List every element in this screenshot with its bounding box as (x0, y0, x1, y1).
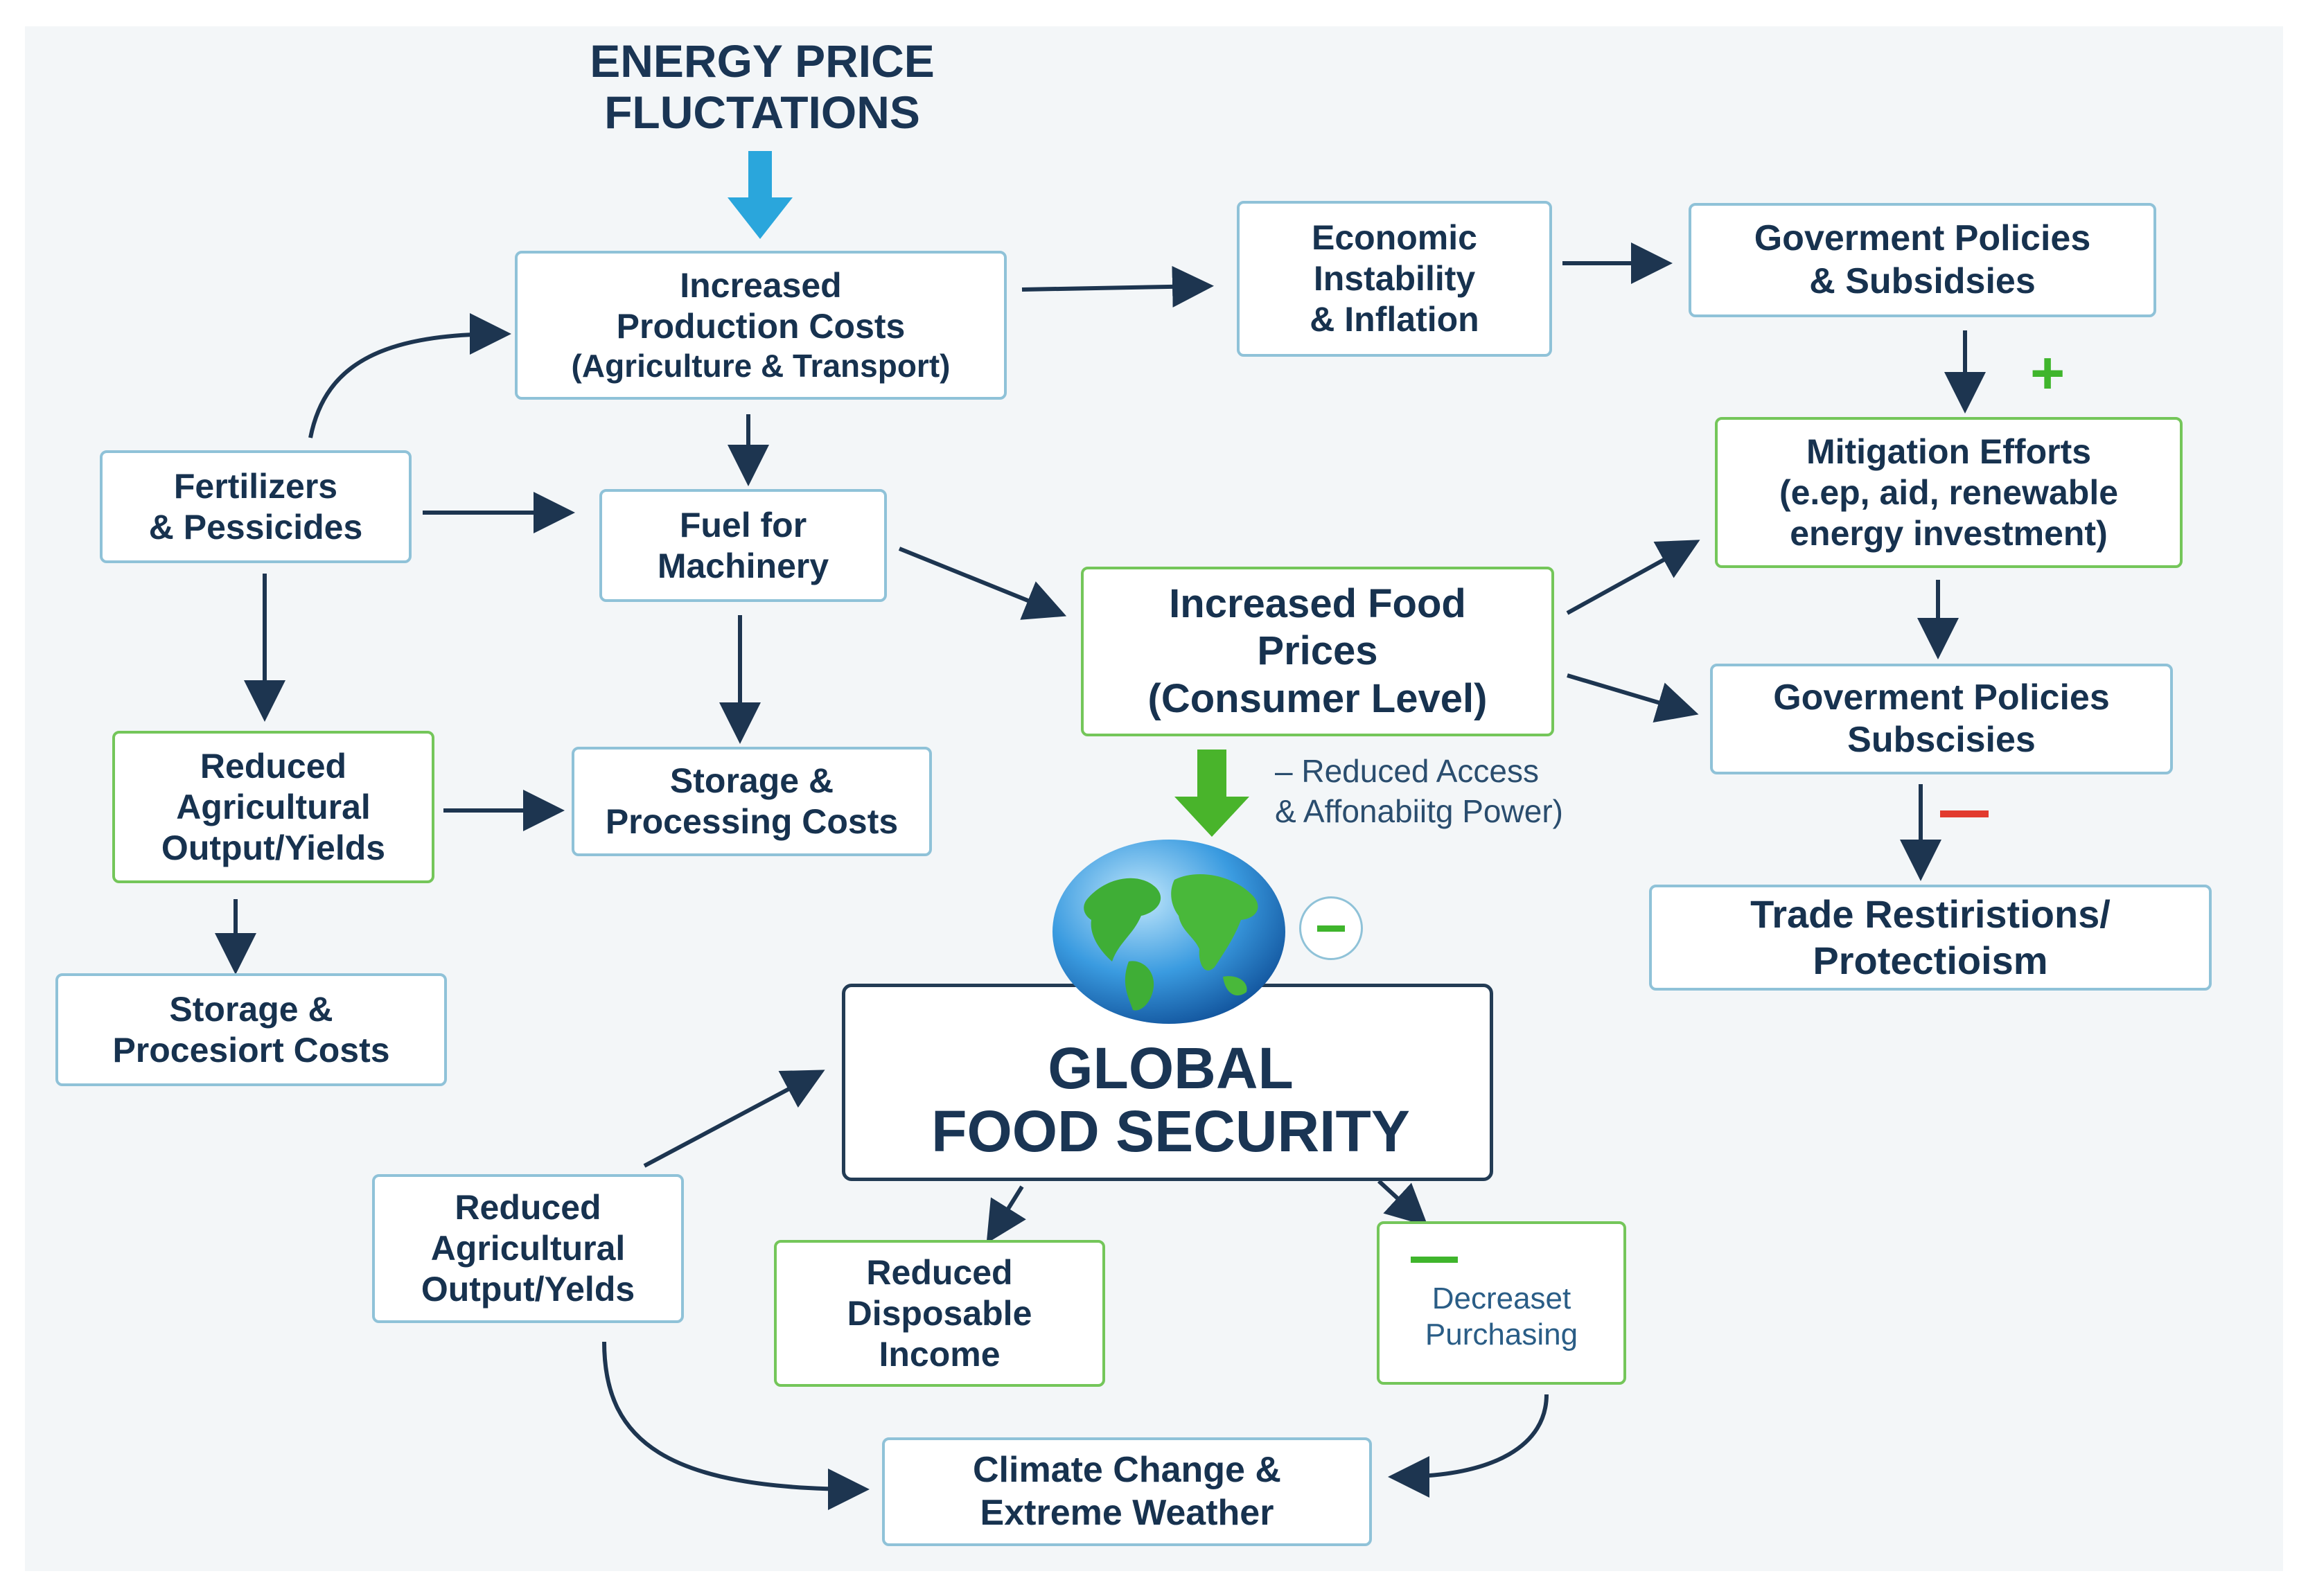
arrow-reduced-output-bottom-to-climate (602, 1341, 870, 1510)
node-storage-procesiort: Storage & Procesiort Costs (55, 973, 447, 1086)
arrow-global-to-disposable (986, 1185, 1026, 1244)
arrow-fertilizers-to-production (308, 313, 511, 438)
node-mitigation-efforts: Mitigation Efforts (e.ep, aid, renewable… (1715, 417, 2183, 568)
node-economic-instability: Economic Instability & Inflation (1237, 201, 1552, 357)
minus-green-icon (1411, 1257, 1458, 1263)
plus-icon: + (2030, 340, 2065, 407)
access-note: – Reduced Access & Affonabiitg Power) (1275, 753, 1563, 829)
node-production-costs: Increased Production Costs (Agriculture … (515, 251, 1007, 400)
arrow-fuel-to-food-prices (898, 547, 1067, 620)
node-reduced-output-left: Reduced Agricultural Output/Yields (112, 731, 434, 883)
arrow-global-to-decreased (1377, 1179, 1428, 1227)
food-prices-down-arrow (1174, 750, 1249, 837)
node-government-policies-mid: Goverment Policies Subscisies (1710, 664, 2173, 774)
node-fertilizers: Fertilizers & Pessicides (100, 450, 412, 563)
arrow-production-to-economic (1021, 265, 1214, 308)
arrow-decreased-to-climate (1388, 1394, 1549, 1498)
minus-circle-icon (1299, 896, 1363, 960)
node-fuel-machinery: Fuel for Machinery (599, 489, 887, 602)
node-trade-restrictions: Trade Restiristions/ Protectioism (1649, 885, 2212, 991)
node-storage-processing: Storage & Processing Costs (572, 747, 932, 856)
node-reduced-output-bottom: Reduced Agricultural Output/Yelds (372, 1174, 684, 1323)
arrow-food-prices-to-policies-mid (1567, 673, 1699, 723)
node-global-food-security: GLOBAL FOOD SECURITY (931, 1036, 1410, 1164)
node-reduced-disposable-income: Reduced Disposable Income (774, 1240, 1105, 1387)
node-government-policies-top: Goverment Policies & Subsidsies (1689, 203, 2156, 317)
arrow-reduced-output-bottom-to-global (643, 1070, 825, 1168)
node-climate-change: Climate Change & Extreme Weather (882, 1437, 1372, 1546)
node-increased-food-prices: Increased Food Prices (Consumer Level) (1081, 567, 1554, 736)
energy-down-arrow (728, 151, 793, 239)
diagram-title: ENERGY PRICE FLUCTATIONS (590, 35, 935, 138)
globe-icon (1052, 840, 1285, 1024)
node-decreased-purchasing: Decreaset Purchasing (1377, 1221, 1626, 1385)
minus-red-icon (1940, 810, 1989, 817)
arrow-food-prices-to-mitigation (1566, 540, 1700, 615)
